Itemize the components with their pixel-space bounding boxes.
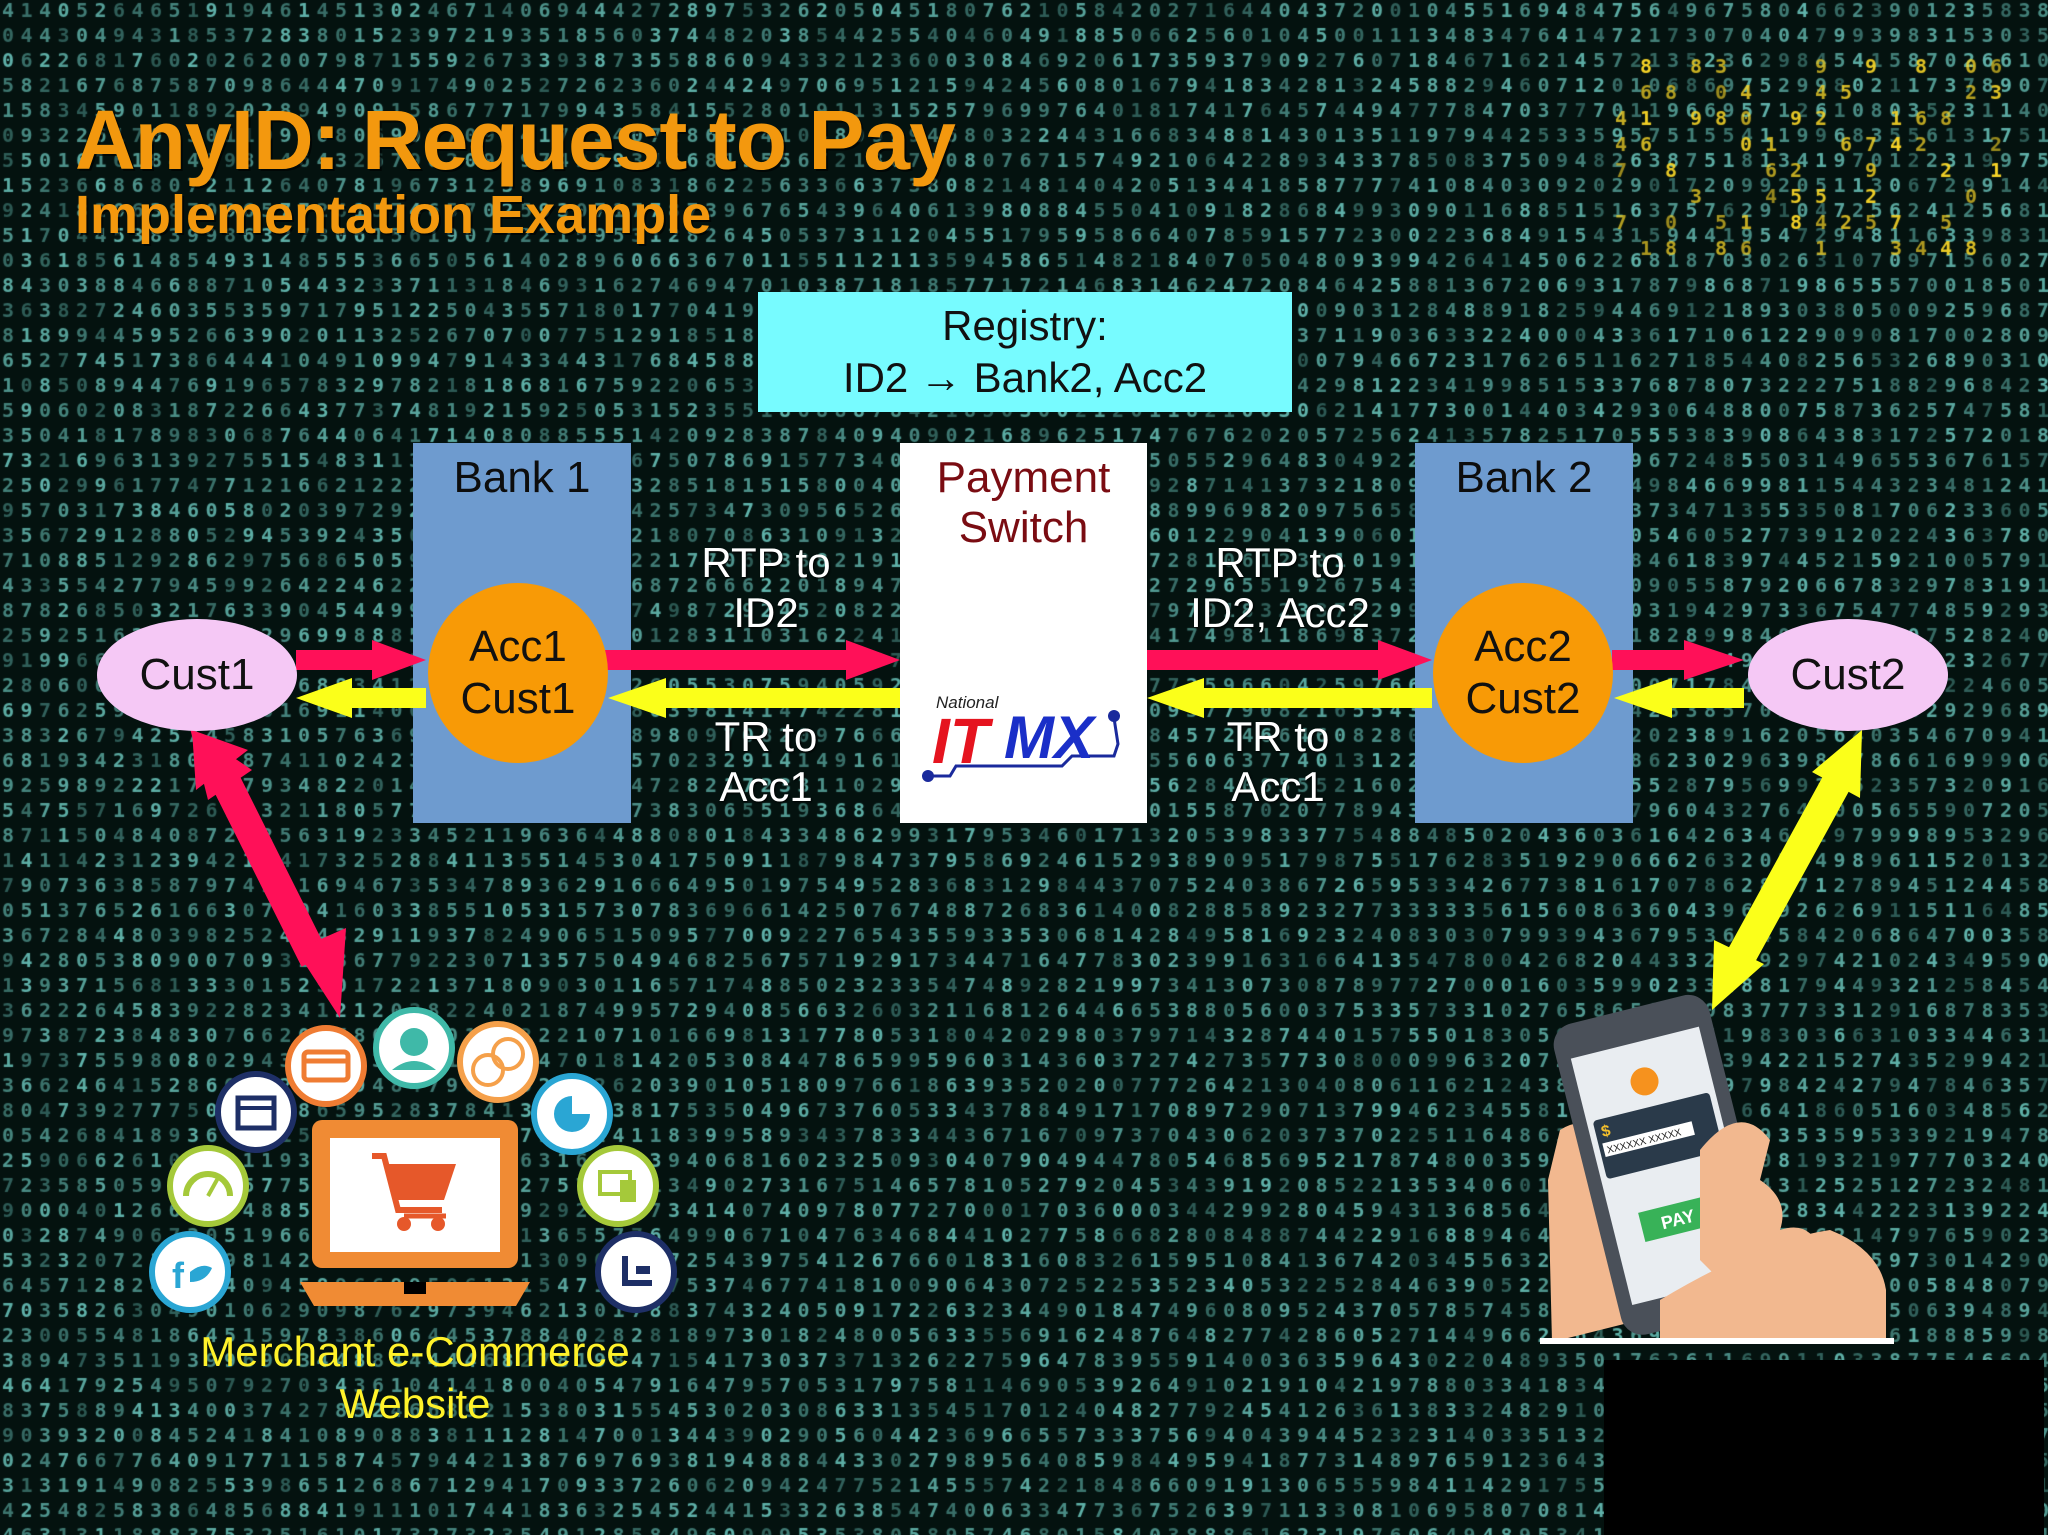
page-subtitle: Implementation Example — [75, 185, 712, 245]
tr-arrow-switch-acc1 — [608, 678, 900, 718]
tr-left-line-2: Acc1 — [719, 763, 813, 810]
itmx-logo-mx: MX — [1004, 704, 1098, 771]
right-hand — [1660, 1230, 1886, 1340]
euro-dollar-icon — [457, 1021, 539, 1103]
anyid-watermark — [1604, 1360, 2044, 1535]
tr-right-line-1: TR to — [1226, 713, 1330, 760]
cust2-label: Cust2 — [1790, 650, 1906, 699]
tr-arrow-acc1-cust1 — [296, 678, 426, 718]
registry-line-2: ID2 → Bank2, Acc2 — [842, 354, 1208, 401]
acc2-circle: Acc2 Cust2 — [1433, 583, 1613, 763]
cust1-merchant-double-arrow — [190, 728, 346, 1018]
acc1-line-1: Acc1 — [469, 622, 567, 671]
merchant-illustration: f — [149, 1007, 677, 1313]
rtp-right-line-2: ID2, Acc2 — [1190, 589, 1370, 636]
tr-left-label: TR to Acc1 — [656, 712, 876, 812]
org-chart-icon — [595, 1231, 677, 1313]
registry-box: Registry: ID2 → Bank2, Acc2 — [758, 292, 1292, 412]
card-icon — [285, 1025, 367, 1107]
page-title: AnyID: Request to Pay — [75, 93, 956, 187]
devices-icon — [577, 1145, 659, 1227]
cust2-ellipse: Cust2 — [1748, 619, 1948, 731]
switch-label-1: Payment — [936, 453, 1111, 502]
rtp-arrow-switch-acc2 — [1147, 640, 1432, 680]
shopping-cart-icon — [372, 1153, 456, 1231]
rtp-right-line-1: RTP to — [1215, 539, 1345, 586]
itmx-logo: National IT MX — [922, 693, 1120, 782]
tr-arrow-cust2-acc2 — [1614, 678, 1744, 718]
acc1-circle: Acc1 Cust1 — [428, 583, 608, 763]
registry-line-1: Registry: — [942, 302, 1108, 349]
svg-text:f: f — [172, 1255, 185, 1296]
rtp-left-line-2: ID2 — [733, 589, 799, 636]
merchant-label: Merchant e-Commerce Website — [160, 1326, 670, 1430]
rtp-arrow-cust1-acc1 — [296, 640, 426, 680]
itmx-logo-it: IT — [932, 705, 994, 777]
store-icon — [215, 1071, 297, 1153]
merchant-label-line-2: Website — [339, 1380, 491, 1427]
pie-chart-icon — [531, 1073, 613, 1155]
rtp-right-label: RTP to ID2, Acc2 — [1160, 538, 1400, 638]
gauge-icon — [167, 1145, 249, 1227]
merchant-label-line-1: Merchant e-Commerce — [200, 1328, 630, 1375]
cust1-label: Cust1 — [139, 650, 255, 699]
bank-1-label: Bank 1 — [453, 453, 591, 502]
payment-switch-box: Payment Switch National IT MX — [900, 443, 1147, 823]
acc1-line-2: Cust1 — [460, 674, 576, 723]
acc2-line-1: Acc2 — [1474, 622, 1572, 671]
rtp-left-label: RTP to ID2 — [656, 538, 876, 638]
tr-arrow-acc2-switch — [1147, 678, 1432, 718]
tr-left-line-1: TR to — [714, 713, 818, 760]
tr-right-label: TR to Acc1 — [1168, 712, 1388, 812]
cust1-ellipse: Cust1 — [97, 619, 297, 731]
tr-right-line-2: Acc1 — [1231, 763, 1325, 810]
switch-label-2: Switch — [958, 503, 1089, 552]
itmx-logo-small-text: National — [936, 693, 1000, 712]
support-icon — [373, 1007, 455, 1089]
cust2-phone-double-arrow — [1712, 730, 1862, 1010]
dollar-icon: $ — [1600, 1122, 1613, 1141]
acc2-line-2: Cust2 — [1465, 674, 1581, 723]
phone-illustration: $ XXXXXX XXXXX PAY — [1540, 994, 1894, 1344]
social-icon: f — [149, 1231, 231, 1313]
rtp-arrow-acc1-switch — [605, 640, 900, 680]
rtp-left-line-1: RTP to — [701, 539, 831, 586]
pay-button[interactable] — [1638, 1194, 1718, 1242]
rtp-arrow-acc2-cust2 — [1612, 640, 1744, 680]
bank-2-label: Bank 2 — [1455, 453, 1593, 502]
